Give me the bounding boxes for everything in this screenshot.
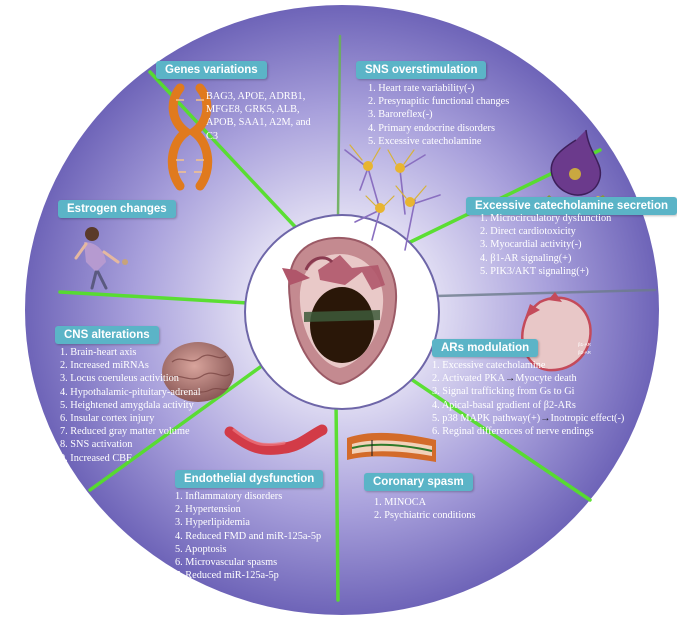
list-item: 2. Hypertension [175,503,321,516]
catecholamine-secretion-list: 1. Microcirculatory dysfunction 2. Direc… [480,212,611,278]
list-item: 1. Microcirculatory dysfunction [480,212,611,225]
endothelial-dysfunction-list: 1. Inflammatory disorders 2. Hypertensio… [175,490,321,582]
item-text: 5. p38 MAPK pathway(+) [432,413,540,424]
list-item: 3. Signal trafficking from Gs to Gi [432,385,624,398]
list-item: 5. Apoptosis [175,543,321,556]
list-item: 2. Direct cardiotoxicity [480,225,611,238]
cns-alterations-title: CNS alterations [55,326,159,344]
list-item: 6. Insular cortex injury [60,412,201,425]
list-item: 1. Inflammatory disorders [175,490,321,503]
item-text: 1. Excessive catecholamine [432,360,546,371]
list-item: 5. Excessive catecholamine [368,135,509,148]
item-text: 4. Apical-basal gradient of β2-ARs [432,400,576,411]
genes-variations-text: BAG3, APOE, ADRB1, MFGE8, GRK5, ALB, APO… [206,90,318,143]
receptor-label-beta2: β2-AR [578,350,592,355]
item-text: 3. Signal trafficking from Gs to Gi [432,386,575,397]
sns-overstimulation-title: SNS overstimulation [356,61,486,79]
list-item: 1. MINOCA [374,496,476,509]
ars-modulation-title: ARs modulation [432,339,538,357]
item-text: Myocyte death [515,373,576,384]
list-item: 2. Increased miRNAs [60,359,201,372]
list-item: 6. Microvascular spasms [175,556,321,569]
arrow-right-icon: → [505,373,515,384]
list-item: 4. β1-AR signaling(+) [480,252,611,265]
list-item: 7. Reduced gray matter volume [60,425,201,438]
list-item: 3. Hyperlipidemia [175,516,321,529]
list-item: 1. Excessive catecholamine [432,359,624,372]
list-item: 1. Brain-heart axis [60,346,201,359]
list-item: 6. Reginal differences of nerve endings [432,425,624,438]
list-item: 9. Increased CBF [60,452,201,465]
estrogen-changes-title: Estrogen changes [58,200,176,218]
genes-variations-title: Genes variations [156,61,267,79]
list-item: 4. Primary endocrine disorders [368,122,509,135]
list-item: 4. Apical-basal gradient of β2-ARs [432,399,624,412]
list-item: 4. Hypothalamic-pituitary-adrenal [60,386,201,399]
arrow-right-icon: → [540,413,550,424]
sns-overstimulation-list: 1. Heart rate variability(-) 2. Presynap… [368,82,509,148]
list-item: 3. Locus coeruleus activition [60,372,201,385]
list-item: 3. Myocardial activity(-) [480,238,611,251]
list-item: 5. PIK3/AKT signaling(+) [480,265,611,278]
receptor-label-beta1: β1-AR [578,342,592,347]
cns-alterations-list: 1. Brain-heart axis 2. Increased miRNAs … [60,346,201,465]
list-item: 5. p38 MAPK pathway(+)→Inotropic effect(… [432,412,624,425]
item-text: Inotropic effect(-) [551,413,625,424]
coronary-spasm-list: 1. MINOCA 2. Psychiatric conditions [374,496,476,522]
list-item: 3. Baroreflex(-) [368,108,509,121]
item-text: 2. Activated PKA [432,373,505,384]
coronary-spasm-title: Coronary spasm [364,473,473,491]
list-item: 5. Heightened amygdala activity [60,399,201,412]
list-item: 8. SNS activation [60,438,201,451]
list-item: 2. Psychiatric conditions [374,509,476,522]
list-item: 4. Reduced FMD and miR-125a-5p [175,530,321,543]
list-item: 2. Activated PKA→Myocyte death [432,372,624,385]
list-item: 7. Reduced miR-125a-5p [175,569,321,582]
endothelial-dysfunction-title: Endothelial dysfunction [175,470,323,488]
item-text: 6. Reginal differences of nerve endings [432,426,594,437]
list-item: 1. Heart rate variability(-) [368,82,509,95]
ars-modulation-list: 1. Excessive catecholamine 2. Activated … [432,359,624,438]
list-item: 2. Presynapitic functional changes [368,95,509,108]
